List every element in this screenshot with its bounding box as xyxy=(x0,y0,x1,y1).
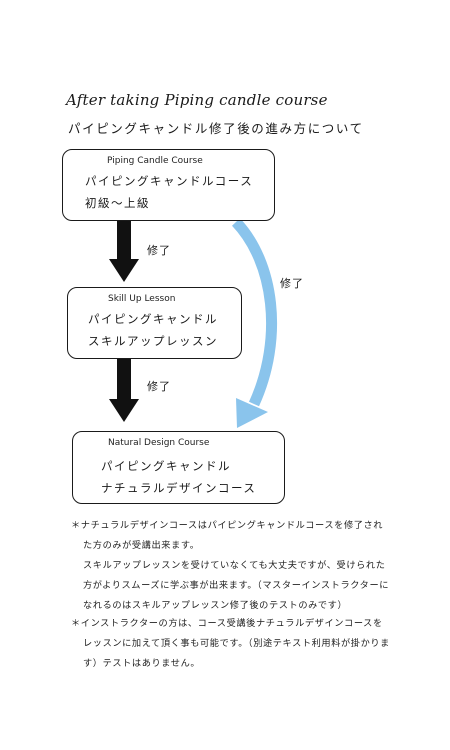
arrow-curve xyxy=(231,218,278,428)
arrow-label-curve: 修了 xyxy=(280,277,304,290)
course-en-title: Natural Design Course xyxy=(108,438,210,448)
script-title: After taking Piping candle course xyxy=(66,91,328,109)
course-en-title: Skill Up Lesson xyxy=(108,294,176,304)
course-jp-line: パイピングキャンドル xyxy=(88,312,218,326)
course-box-natural-design: Natural Design Course パイピングキャンドル ナチュラルデザ… xyxy=(72,431,285,504)
course-jp-line: 初級～上級 xyxy=(85,196,150,210)
course-box-piping-candle: Piping Candle Course パイピングキャンドルコース 初級～上級 xyxy=(62,149,275,221)
note-line: スキルアップレッスンを受けていなくても大丈夫ですが、受けられた xyxy=(83,560,386,571)
arrow-label-2: 修了 xyxy=(147,380,171,393)
note-line: ＊ナチュラルデザインコースはパイピングキャンドルコースを修了され xyxy=(71,520,384,531)
note-line: なれるのはスキルアップレッスン修了後のテストのみです） xyxy=(83,600,348,611)
note-2: ＊インストラクターの方は、コース受講後ナチュラルデザインコースを レッスンに加え… xyxy=(71,614,401,674)
arrow-down-1 xyxy=(109,221,139,282)
page-title: パイピングキャンドル修了後の進み方について xyxy=(68,121,364,136)
note-line: た方のみが受講出来ます。 xyxy=(83,540,200,551)
arrow-down-2 xyxy=(109,359,139,422)
course-box-skill-up: Skill Up Lesson パイピングキャンドル スキルアップレッスン xyxy=(67,287,242,359)
course-jp-line: パイピングキャンドル xyxy=(101,459,231,473)
note-line: 方がよりスムーズに学ぶ事が出来ます。（マスターインストラクターに xyxy=(83,580,390,591)
course-en-title: Piping Candle Course xyxy=(107,156,203,166)
arrow-label-1: 修了 xyxy=(147,244,171,257)
note-line: レッスンに加えて頂く事も可能です。（別途テキスト利用料が掛かりま xyxy=(83,638,390,649)
note-line: す）テストはありません。 xyxy=(83,658,201,669)
course-jp-line: ナチュラルデザインコース xyxy=(101,481,257,495)
note-1: ＊ナチュラルデザインコースはパイピングキャンドルコースを修了され た方のみが受講… xyxy=(71,516,401,616)
note-line: ＊インストラクターの方は、コース受講後ナチュラルデザインコースを xyxy=(71,618,383,629)
course-jp-line: パイピングキャンドルコース xyxy=(85,174,254,188)
course-jp-line: スキルアップレッスン xyxy=(88,334,218,348)
